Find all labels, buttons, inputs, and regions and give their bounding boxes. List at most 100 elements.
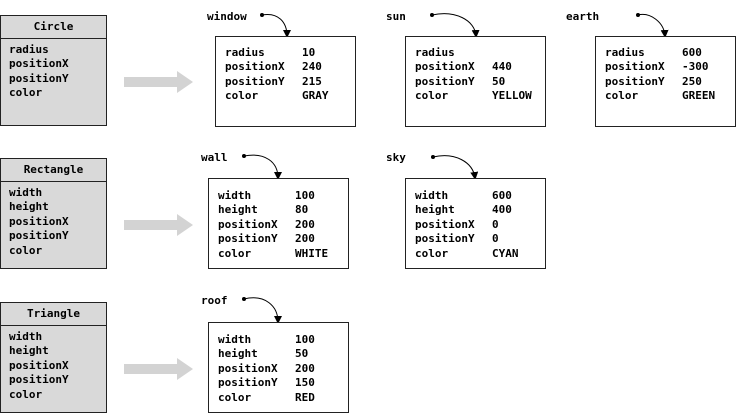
prop-name: positionY — [415, 74, 475, 88]
class-field: positionX — [9, 214, 69, 228]
prop-value: 200 — [295, 217, 315, 231]
class-field: width — [9, 186, 43, 199]
object-row: radius 600 — [605, 46, 735, 60]
class-title: Triangle — [1, 303, 106, 326]
prop-value: 10 — [302, 46, 316, 59]
prop-name: color — [218, 246, 252, 260]
prop-value: GREEN — [682, 89, 716, 103]
prop-name: positionY — [218, 376, 278, 390]
class-field: positionX — [9, 57, 69, 71]
prop-value: WHITE — [295, 246, 329, 260]
prop-name: height — [218, 203, 258, 217]
object-name-sun: sun — [386, 10, 406, 23]
class-field: color — [9, 243, 43, 257]
window-pointer — [261, 13, 291, 38]
object-row: width 100 — [218, 333, 348, 347]
class-field: color — [9, 86, 43, 100]
prop-value: 600 — [492, 189, 512, 202]
prop-value: 215 — [302, 74, 322, 88]
class-field: height — [9, 344, 49, 358]
triangle-instances-arrow — [124, 358, 193, 380]
prop-value: 240 — [302, 60, 322, 74]
wall-pointer — [243, 154, 282, 180]
class-box-triangle: Triangle width height positionX position… — [0, 302, 107, 413]
prop-name: height — [415, 203, 455, 217]
prop-name: positionY — [218, 232, 278, 246]
prop-name: radius — [605, 46, 645, 59]
prop-name: positionX — [225, 60, 285, 74]
class-field: positionX — [9, 358, 69, 372]
reference-pointers — [243, 13, 669, 324]
prop-value: 0 — [492, 232, 499, 246]
class-title: Circle — [1, 16, 106, 39]
object-row: positionY 215 — [225, 75, 355, 89]
prop-value: RED — [295, 390, 315, 404]
object-row: positionY 0 — [415, 232, 545, 246]
class-field: positionY — [9, 229, 69, 243]
prop-name: positionY — [415, 232, 475, 246]
object-row: positionX 240 — [225, 60, 355, 74]
prop-name: positionY — [225, 74, 285, 88]
object-row: color WHITE — [218, 247, 348, 261]
object-name-sky: sky — [386, 151, 406, 164]
sun-pointer — [431, 13, 480, 38]
class-field: positionY — [9, 71, 69, 85]
prop-name: color — [605, 89, 639, 103]
prop-value: 200 — [295, 232, 315, 246]
prop-value: 440 — [492, 60, 512, 74]
prop-name: height — [218, 347, 258, 361]
rectangle-instances-arrow — [124, 214, 193, 236]
object-row: radius — [415, 46, 545, 60]
prop-value: 100 — [295, 333, 315, 346]
object-name-earth: earth — [566, 10, 600, 23]
prop-name: color — [218, 390, 252, 404]
object-name-window: window — [207, 10, 247, 23]
prop-value: 0 — [492, 217, 499, 231]
object-row: positionX 200 — [218, 362, 348, 376]
class-box-circle: Circle radius positionX positionY color — [0, 15, 107, 126]
object-row: color GREEN — [605, 89, 735, 103]
prop-name: width — [218, 333, 252, 346]
class-field: width — [9, 330, 43, 343]
class-field: positionY — [9, 373, 69, 387]
class-field: height — [9, 200, 49, 214]
prop-value: 50 — [295, 347, 309, 361]
class-title: Rectangle — [1, 159, 106, 182]
object-row: color RED — [218, 391, 348, 405]
circle-instances-arrow — [124, 71, 193, 93]
prop-value: YELLOW — [492, 89, 532, 103]
prop-value: 100 — [295, 189, 315, 202]
prop-name: positionX — [218, 217, 278, 231]
prop-value: 200 — [295, 361, 315, 375]
prop-name: width — [415, 189, 449, 202]
object-box-roof: width 100 height 50 positionX 200 positionY… — [208, 322, 349, 413]
prop-name: positionX — [218, 361, 278, 375]
prop-value: 50 — [492, 74, 506, 88]
object-name-wall: wall — [201, 151, 228, 164]
sky-pointer — [432, 155, 479, 180]
class-to-objects-arrows — [124, 71, 193, 380]
prop-value: 600 — [682, 46, 702, 59]
object-row: positionX-300 — [605, 60, 735, 74]
object-row: positionX 200 — [218, 218, 348, 232]
prop-value: 400 — [492, 203, 512, 217]
earth-pointer — [637, 13, 669, 38]
object-row: positionY 200 — [218, 232, 348, 246]
prop-name: positionX — [605, 60, 665, 74]
roof-pointer — [243, 297, 282, 324]
class-field: radius — [9, 43, 49, 56]
